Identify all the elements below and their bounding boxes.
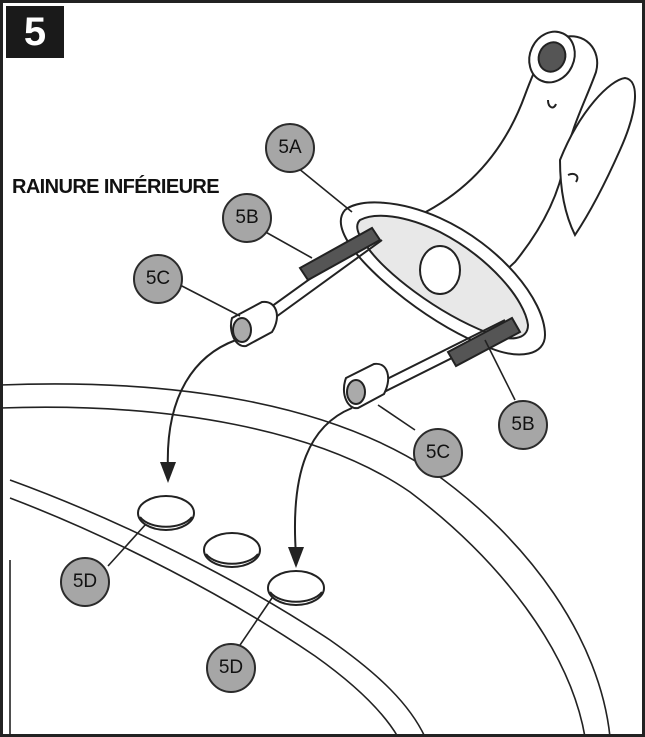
groove-label: RAINURE INFÉRIEURE — [12, 176, 220, 198]
faucet-handle — [558, 76, 636, 237]
leader-lines — [107, 167, 516, 649]
nut-left — [230, 300, 278, 348]
callout-5b-right: 5B — [498, 400, 548, 450]
callout-5b-left: 5B — [222, 193, 272, 243]
callout-5a: 5A — [265, 123, 315, 173]
callout-5d-left: 5D — [60, 557, 110, 607]
step-number-badge: 5 — [6, 6, 64, 58]
callout-5c-right: 5C — [413, 428, 463, 478]
mounting-nuts — [230, 300, 390, 410]
callout-5c-left: 5C — [133, 254, 183, 304]
insertion-arrows — [166, 339, 353, 556]
callout-5d-right: 5D — [206, 643, 256, 693]
arrow-head-right-icon — [288, 547, 304, 568]
nut-right — [342, 362, 390, 410]
arrow-head-left-icon — [160, 462, 176, 483]
sink-holes — [137, 495, 325, 606]
threaded-rods — [249, 226, 522, 399]
